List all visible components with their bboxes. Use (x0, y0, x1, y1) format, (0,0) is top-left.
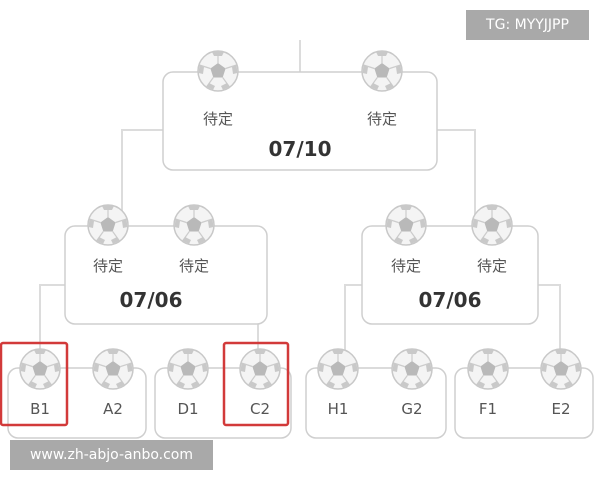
semifinal-team-right: 待定 (477, 257, 507, 275)
final-team-left: 待定 (203, 110, 233, 128)
quarterfinal-team-right: A2 (103, 400, 123, 418)
soccer-ball-icon (92, 348, 134, 390)
soccer-ball-icon (391, 348, 433, 390)
tg-watermark: TG: MYYJJPP (466, 10, 589, 40)
semifinal-date: 07/06 (120, 288, 183, 312)
semifinal-match-right: 待定 待定 07/06 (361, 204, 539, 325)
final-match: 待定 待定 07/10 (162, 50, 438, 171)
soccer-ball-icon (317, 348, 359, 390)
quarterfinal-team-right: G2 (401, 400, 422, 418)
soccer-ball-icon (197, 50, 239, 92)
highlight-frame (222, 341, 290, 427)
highlight-frame (0, 341, 69, 427)
soccer-ball-icon (467, 348, 509, 390)
final-team-right: 待定 (367, 110, 397, 128)
quarterfinal-match-1: B1 A2 (0, 341, 147, 439)
soccer-ball-icon (167, 348, 209, 390)
quarterfinal-match-3: H1 G2 (305, 348, 447, 439)
soccer-ball-icon (361, 50, 403, 92)
quarterfinal-team-right: E2 (551, 400, 570, 418)
soccer-ball-icon (471, 204, 513, 246)
quarterfinal-team-left: B1 (30, 400, 50, 418)
soccer-ball-icon (540, 348, 582, 390)
soccer-ball-icon (173, 204, 215, 246)
quarterfinal-team-right: C2 (250, 400, 270, 418)
final-date: 07/10 (269, 137, 332, 161)
url-watermark: www.zh-abjo-anbo.com (10, 440, 213, 470)
semifinal-date: 07/06 (419, 288, 482, 312)
quarterfinal-team-left: F1 (479, 400, 497, 418)
semifinal-team-right: 待定 (179, 257, 209, 275)
quarterfinal-match-2: D1 C2 (154, 341, 292, 439)
soccer-ball-icon (239, 348, 281, 390)
soccer-ball-icon (385, 204, 427, 246)
soccer-ball-icon (87, 204, 129, 246)
semifinal-team-left: 待定 (93, 257, 123, 275)
soccer-ball-icon (19, 348, 61, 390)
quarterfinal-match-4: F1 E2 (454, 348, 594, 439)
quarterfinal-team-left: D1 (177, 400, 198, 418)
quarterfinal-team-left: H1 (328, 400, 349, 418)
semifinal-match-left: 待定 待定 07/06 (64, 204, 268, 325)
semifinal-team-left: 待定 (391, 257, 421, 275)
